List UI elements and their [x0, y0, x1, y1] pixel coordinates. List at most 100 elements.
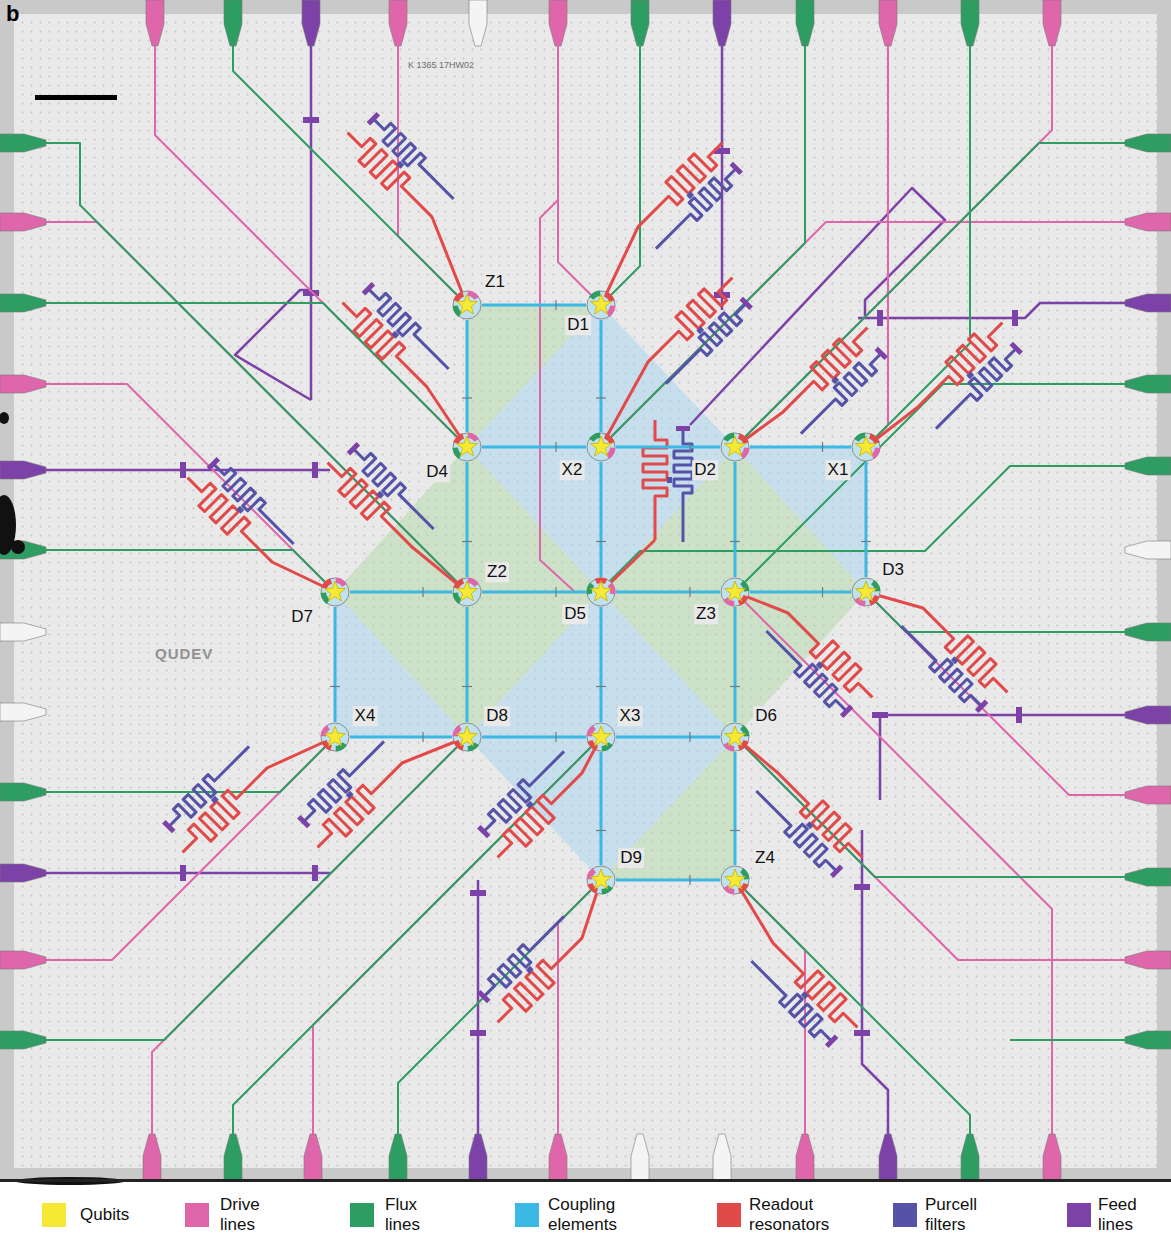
qubit-symbol	[452, 722, 482, 752]
qubit-port	[453, 578, 464, 589]
qubit-port	[738, 883, 749, 894]
chip-ground	[14, 14, 1157, 1168]
flux-line	[601, 46, 805, 447]
flux-line	[735, 384, 1125, 592]
coupler-tick	[462, 397, 472, 398]
qubit-port	[606, 306, 615, 317]
bond-pad	[0, 294, 46, 312]
coupler-tick	[861, 541, 871, 542]
legend-item: Qubits	[42, 1193, 129, 1237]
flux-line	[46, 737, 467, 1040]
qubit-port	[871, 580, 880, 591]
coupler-tick	[822, 442, 823, 452]
qubit-symbol	[720, 432, 750, 462]
legend-label: Purcell filters	[925, 1195, 997, 1234]
drive-line	[152, 737, 467, 1134]
bond-pad	[713, 1134, 731, 1180]
qubit-ring	[852, 578, 880, 606]
qubit-port	[608, 582, 616, 594]
readout-lead	[432, 217, 467, 305]
qubit-symbol	[320, 577, 350, 607]
qubit-port	[453, 306, 462, 317]
bond-pad	[1125, 375, 1171, 393]
bond-pad	[469, 0, 487, 46]
coupling-element	[616, 446, 720, 449]
qubit-port	[602, 885, 613, 894]
readout-lead	[866, 407, 918, 447]
coupler-tick	[689, 587, 690, 597]
bond-pad	[879, 0, 897, 46]
qubit-star	[457, 581, 478, 601]
qubit-port	[602, 742, 613, 751]
coupling-element	[466, 607, 469, 722]
qubit-node: D2	[720, 432, 750, 462]
readout-lead	[735, 592, 788, 613]
coupling-element	[482, 446, 586, 449]
readout-resonator	[334, 276, 455, 397]
legend-item: Flux lines	[350, 1193, 447, 1237]
qubit-port	[740, 725, 749, 736]
legend-label: Drive lines	[220, 1195, 282, 1234]
bond-pad	[1043, 0, 1061, 46]
flux-line	[866, 592, 1125, 632]
coupling-element	[334, 607, 337, 722]
qubit-star	[325, 581, 346, 601]
chip-edge	[0, 1179, 1171, 1182]
bond-pad	[224, 1134, 242, 1180]
qubit-node: D6	[720, 722, 750, 752]
qubit-port	[453, 593, 462, 604]
bond-pad	[304, 1134, 322, 1180]
qubit-symbol	[586, 722, 616, 752]
coupler-tick	[596, 686, 606, 687]
bond-pad	[1125, 213, 1171, 231]
logo-text: QUDEV	[155, 646, 213, 663]
qubit-symbol	[452, 577, 482, 607]
qubit-port	[738, 595, 749, 606]
qubit-ring	[721, 723, 749, 751]
coupling-element	[734, 462, 737, 577]
bond-pad	[549, 1134, 567, 1180]
legend-label: Qubits	[80, 1205, 129, 1225]
feed-coupler	[470, 890, 486, 896]
qubit-node: D3	[851, 577, 881, 607]
bond-pad	[389, 0, 407, 46]
coupling-element	[482, 591, 586, 594]
bond-pad	[1125, 541, 1171, 559]
qubit-star	[725, 581, 746, 601]
drive-line	[313, 737, 601, 1134]
qubit-label: D6	[753, 706, 779, 726]
coupler-tick	[555, 442, 556, 452]
readout-resonator	[291, 735, 412, 856]
x-plaquette	[335, 305, 866, 880]
qubit-star	[591, 294, 612, 314]
legend-item: Feed lines	[1067, 1193, 1160, 1237]
qubit-node: D8	[452, 722, 482, 752]
qubit-ring	[587, 291, 615, 319]
qubit-port	[587, 740, 598, 751]
readout-resonator	[895, 598, 1016, 719]
qubit-port	[589, 291, 600, 300]
qubit-port	[453, 291, 464, 302]
qubit-symbol	[720, 722, 750, 752]
feed-coupler	[303, 117, 319, 123]
flux-line	[866, 46, 970, 447]
bond-pad	[389, 1134, 407, 1180]
coupler-tick	[596, 830, 606, 831]
qubit-symbol	[586, 290, 616, 320]
qubit-port	[587, 725, 596, 736]
qubit-label: D2	[692, 460, 718, 480]
bond-pad	[224, 0, 242, 46]
coupler-tick	[730, 541, 740, 542]
readout-resonator	[339, 106, 460, 227]
qubit-port	[468, 433, 479, 442]
coupler-tick	[555, 732, 556, 742]
qubit-port	[453, 433, 464, 444]
readout-resonator	[643, 420, 692, 542]
bond-pad	[631, 0, 649, 46]
qubit-port	[321, 740, 332, 751]
